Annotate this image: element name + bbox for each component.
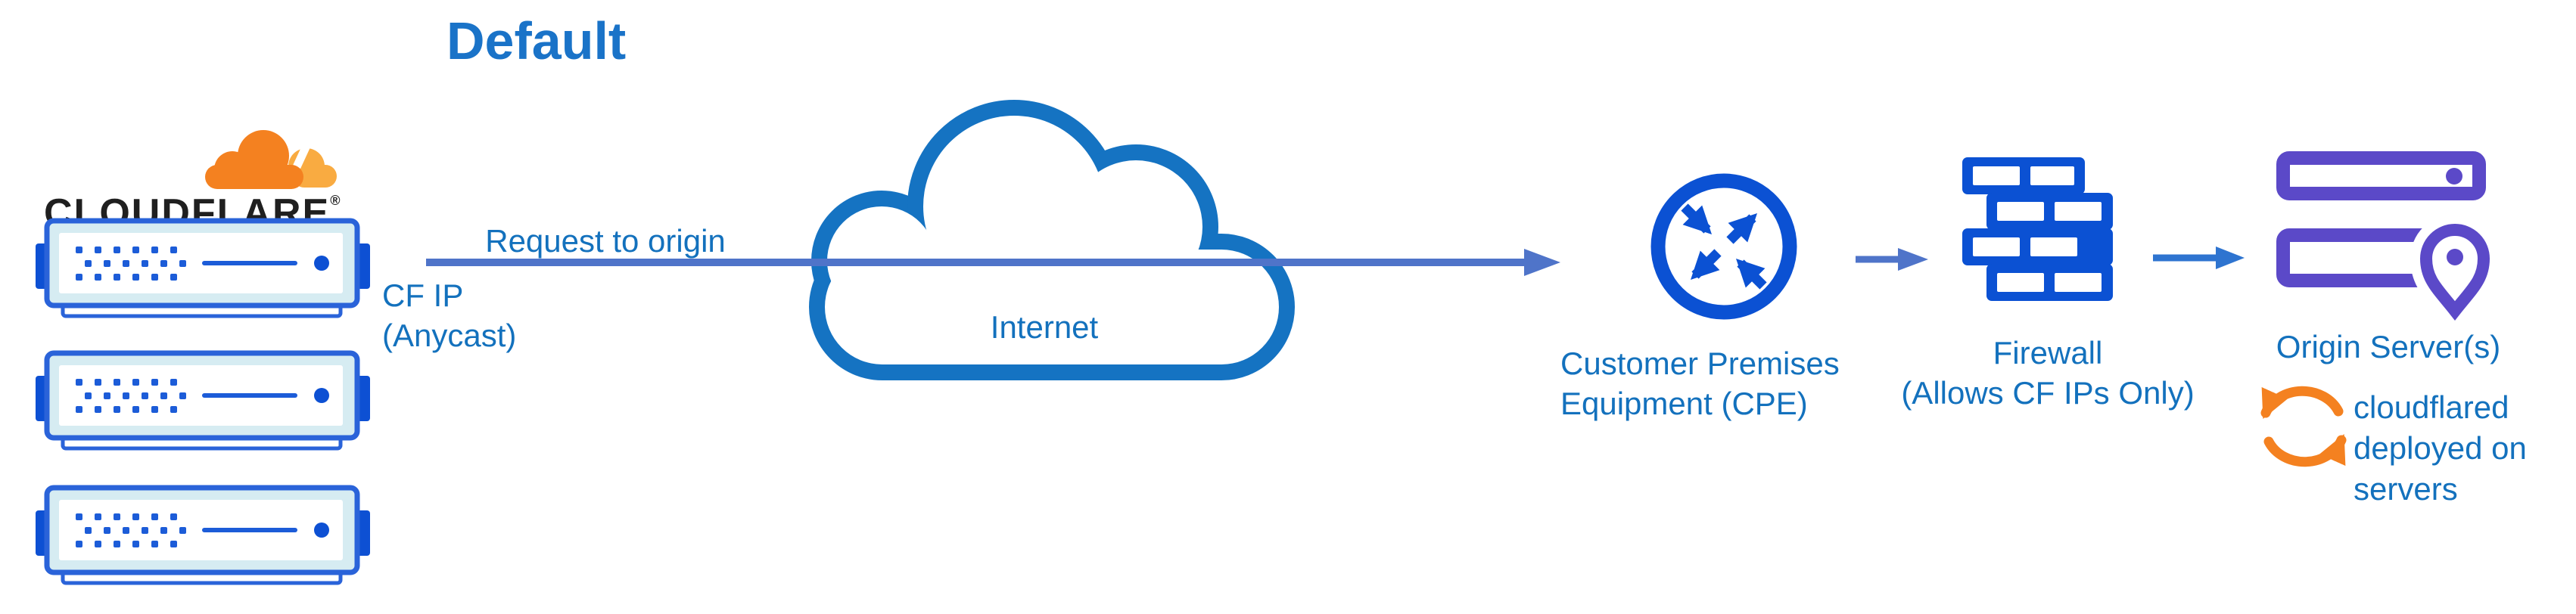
edge-server-icon (32, 485, 374, 591)
firewall-icon (1962, 157, 2113, 301)
cloudflared-note-line2: deployed on (2354, 430, 2527, 466)
cloudflare-logo (193, 127, 344, 200)
edge-server-icon (32, 218, 374, 324)
arrow-cpe-to-firewall (1856, 248, 1928, 271)
internet-label: Internet (990, 309, 1099, 345)
cpe-router-icon (1648, 171, 1800, 322)
registered-mark: ® (330, 193, 342, 208)
cpe-label-line2: Equipment (CPE) (1560, 386, 1808, 421)
origin-servers-icon (2266, 144, 2501, 336)
cpe-label: Customer Premises Equipment (CPE) (1560, 343, 1840, 423)
page-title: Default (446, 11, 627, 70)
cloudflare-logo-icon (205, 130, 337, 200)
cf-ip-line: CF IP (382, 278, 464, 313)
request-to-origin-label: Request to origin (485, 223, 726, 259)
cpe-label-line1: Customer Premises (1560, 346, 1840, 381)
origin-servers-label: Origin Server(s) (2276, 329, 2501, 364)
cloudflared-note-line1: cloudflared (2354, 389, 2509, 425)
arrow-firewall-to-origin (2153, 247, 2245, 269)
firewall-label-line1: Firewall (1993, 335, 2103, 371)
cloudflared-note: cloudflared deployed on servers (2354, 387, 2527, 510)
cf-ip-anycast-label: CF IP (Anycast) (382, 275, 516, 355)
anycast-line: (Anycast) (382, 318, 517, 353)
firewall-label: Firewall (Allows CF IPs Only) (1881, 333, 2214, 413)
edge-server-icon (32, 350, 374, 456)
firewall-label-line2: (Allows CF IPs Only) (1901, 375, 2195, 411)
cloudflared-note-line3: servers (2354, 471, 2458, 507)
cloudflared-sync-icon (2255, 380, 2354, 474)
